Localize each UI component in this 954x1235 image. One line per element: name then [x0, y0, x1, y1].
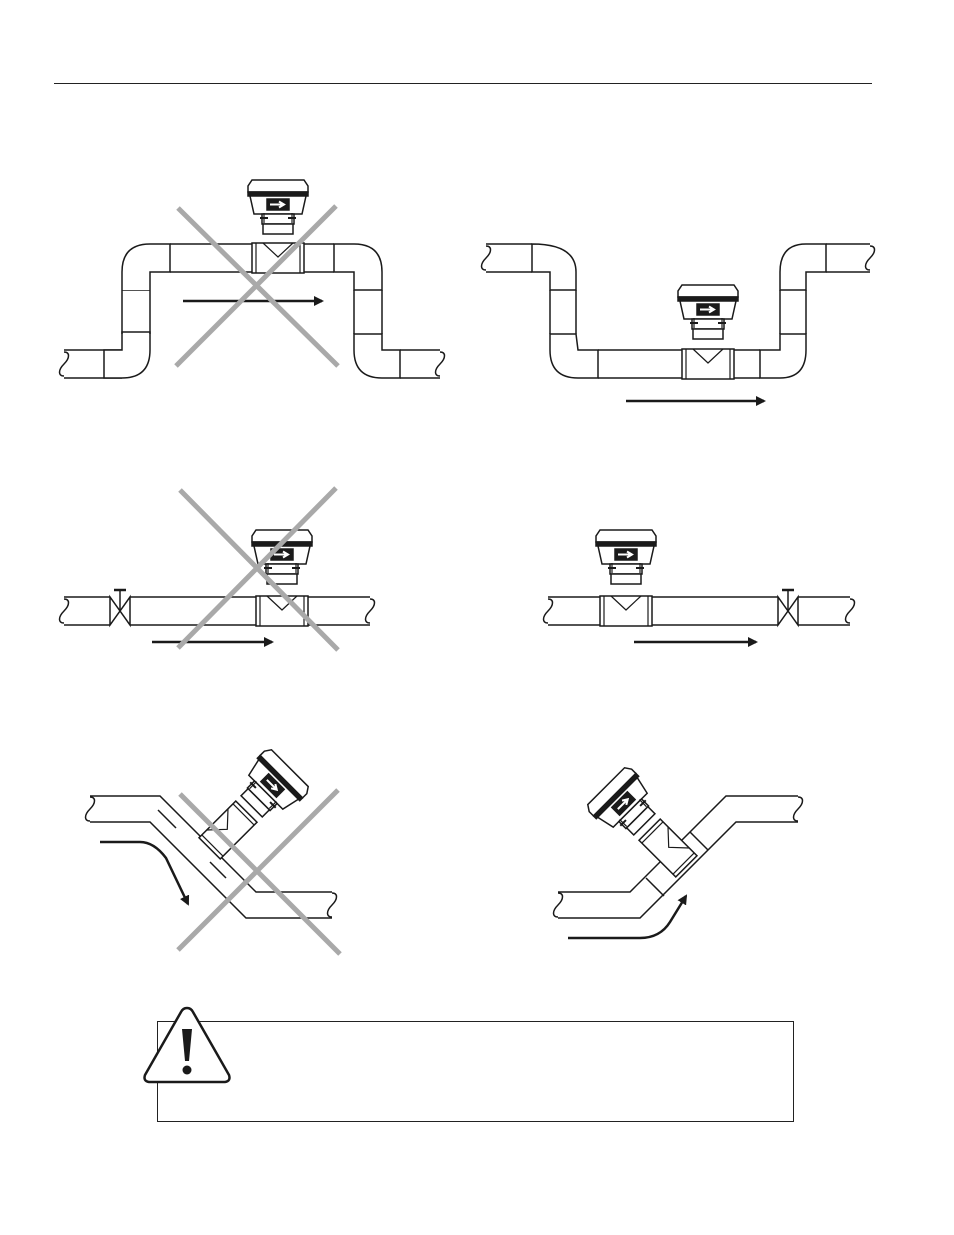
warning-triangle-icon: [141, 1005, 233, 1085]
valve-icon: [110, 590, 130, 625]
diagram-valve-downstream-correct: [544, 530, 855, 642]
diagram-upward-slope-correct: [554, 765, 803, 938]
diagram-valve-upstream-incorrect: [60, 530, 375, 642]
warning-box: [157, 1021, 794, 1122]
installation-diagrams: [0, 0, 954, 1000]
valve-icon: [778, 590, 798, 625]
incorrect-cross-icon-1: [176, 206, 338, 366]
diagram-u-pipe-correct: [482, 244, 875, 401]
